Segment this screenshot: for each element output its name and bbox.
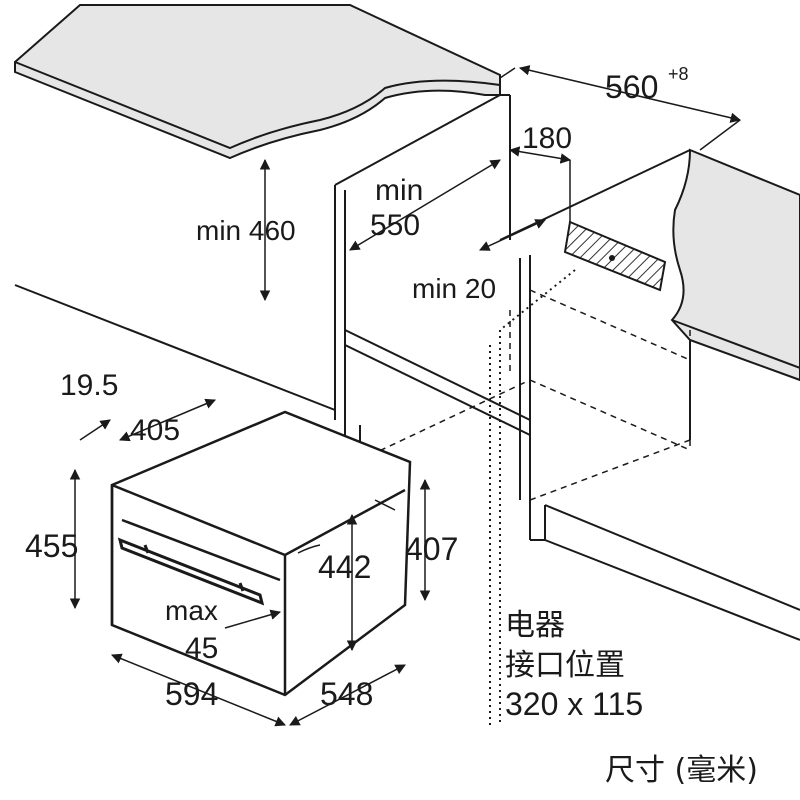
width-560-label: 560 — [605, 69, 658, 105]
dim-405-label: 405 — [130, 414, 180, 447]
connection-zone — [563, 160, 667, 292]
dim-594-label: 594 — [165, 676, 218, 712]
oven-handle — [117, 537, 265, 606]
depth-180-label: 180 — [522, 122, 572, 155]
oven — [110, 410, 412, 697]
worktop-right — [670, 148, 800, 382]
min-460-label: min 460 — [196, 215, 296, 246]
dim-442-label: 442 — [318, 549, 371, 585]
hidden-lines — [359, 289, 691, 501]
dim-407-label: 407 — [405, 531, 458, 567]
connection-caption-line1: 电器 — [505, 608, 565, 643]
width-560-tolerance: +8 — [668, 64, 689, 84]
dimension-lines — [69, 65, 742, 727]
dim-548-label: 548 — [320, 676, 373, 712]
worktop-left — [14, 4, 501, 160]
max-45-label-bottom: 45 — [185, 632, 218, 665]
units-note: 尺寸 (毫米) — [605, 753, 758, 788]
min-20-label: min 20 — [412, 273, 496, 304]
connection-leader — [489, 269, 576, 725]
max-45-label-top: max — [165, 595, 218, 626]
connection-caption-line3: 320 x 115 — [505, 686, 643, 722]
oven-top-detail — [297, 499, 396, 554]
dim-455-label: 455 — [25, 528, 78, 564]
min-550-label-bottom: 550 — [370, 209, 420, 242]
dim-19-5-label: 19.5 — [60, 369, 118, 402]
connection-caption-line2: 接口位置 — [505, 648, 625, 683]
min-550-label-top: min — [375, 174, 423, 207]
